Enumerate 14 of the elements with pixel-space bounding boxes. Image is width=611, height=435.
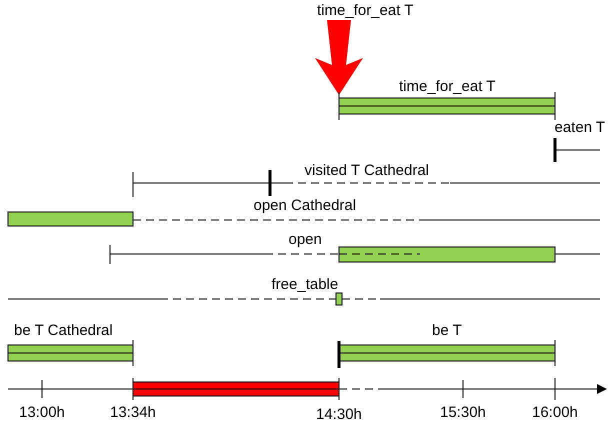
time-label: 14:30h [316,406,362,423]
time-label: 13:34h [110,404,156,421]
state-label: eaten T [554,119,606,136]
state-label: time_for_eat T [399,78,496,95]
state-label: free_table [272,276,338,293]
state-label: open [288,231,322,248]
state-label: open Cathedral [254,197,356,214]
state-label: visited T Cathedral [304,162,430,179]
state-label: be T [432,322,462,339]
time-label: 13:00h [19,404,65,421]
state-label: be T Cathedral [14,322,113,339]
time-label: 15:30h [440,404,486,421]
time-label: 16:00h [532,404,578,421]
arrow-label: time_for_eat T [317,2,414,19]
